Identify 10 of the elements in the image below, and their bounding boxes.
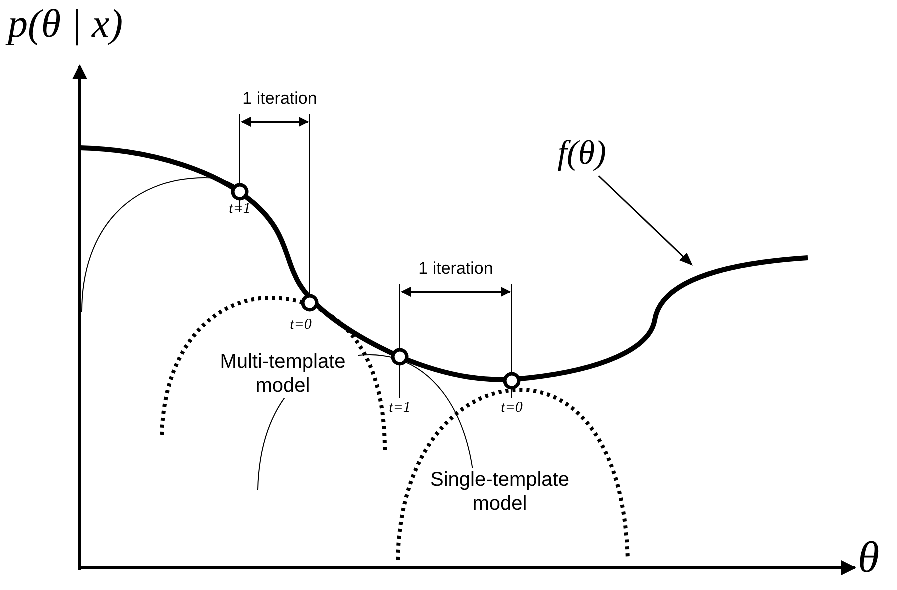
time-step-label: t=0 xyxy=(289,318,313,333)
dimension-label: 1 iteration xyxy=(418,260,494,277)
dimension-label: 1 iteration xyxy=(242,90,318,107)
time-step-label: t=0 xyxy=(500,401,524,416)
time-step-label: t=1 xyxy=(388,401,412,416)
axis-label: θ xyxy=(858,536,881,580)
time-step-label: t=1 xyxy=(228,202,252,217)
leader-arrow xyxy=(598,175,693,266)
function-label: f(θ) xyxy=(558,137,606,171)
axis-label: p(θ | x) xyxy=(8,4,168,44)
